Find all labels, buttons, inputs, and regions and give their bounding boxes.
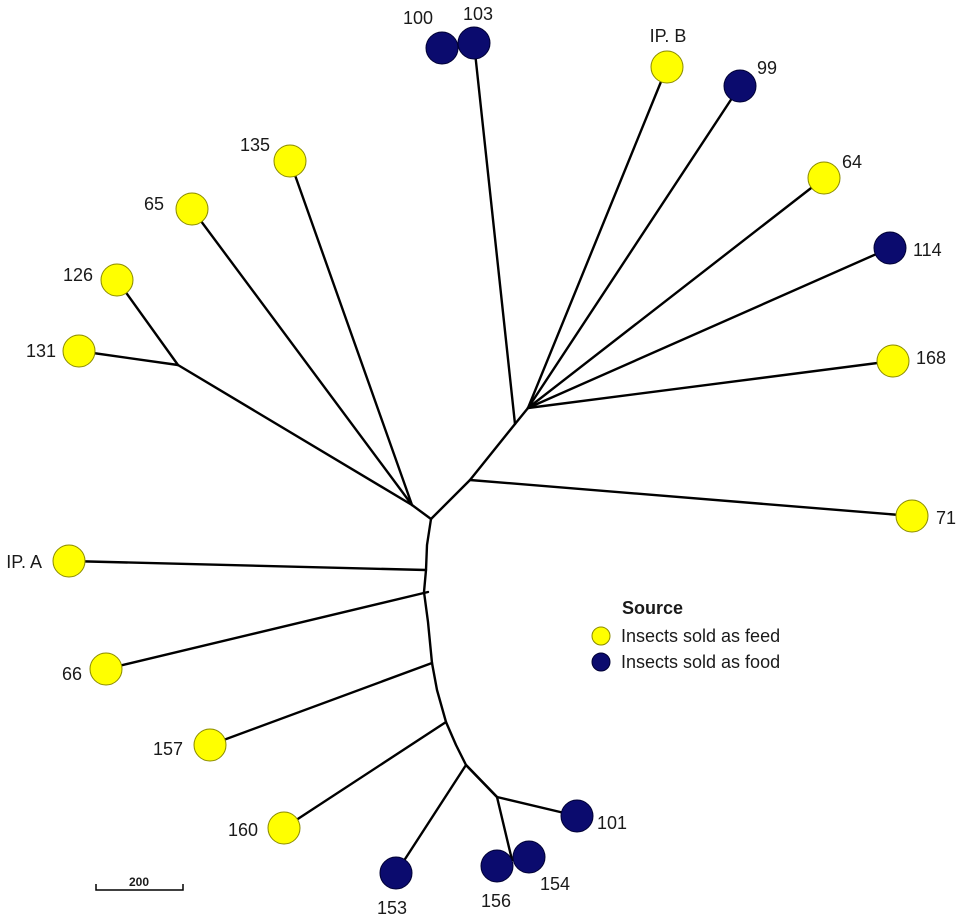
scale-bar-label: 200 xyxy=(129,875,149,889)
tip-branches xyxy=(67,41,914,875)
branch-tip-103 xyxy=(472,41,517,426)
legend-food-label: Insects sold as food xyxy=(621,652,780,672)
tip-label-99: 99 xyxy=(757,58,777,78)
tip-label-135: 135 xyxy=(240,135,270,155)
branch-tip-ipa xyxy=(67,559,428,572)
tip-node-71 xyxy=(895,499,929,533)
branch-tip-160 xyxy=(282,720,448,830)
branch-tip-71 xyxy=(468,478,914,518)
tip-label-160: 160 xyxy=(228,820,258,840)
tip-label-64: 64 xyxy=(842,152,862,172)
branch-tip-126 xyxy=(115,278,180,367)
branch-tip-135 xyxy=(288,159,414,507)
branch-tip-157 xyxy=(208,661,434,747)
tip-node-126 xyxy=(100,263,134,297)
branch-tip-99 xyxy=(526,84,742,410)
tip-node-65 xyxy=(175,192,209,226)
tip-label-71: 71 xyxy=(936,508,956,528)
tip-label-65: 65 xyxy=(144,194,164,214)
tip-label-157: 157 xyxy=(153,739,183,759)
branch-tip-153 xyxy=(394,763,468,875)
tip-node-114 xyxy=(873,231,907,265)
legend-title: Source xyxy=(622,598,683,618)
scale-bar: 200 xyxy=(95,875,184,891)
tip-label-66: 66 xyxy=(62,664,82,684)
branch-tip-131 xyxy=(77,349,180,367)
legend-feed-swatch xyxy=(591,626,611,646)
tip-node-ipb xyxy=(650,50,684,84)
tip-node-156 xyxy=(480,849,514,883)
branch-153-156-node xyxy=(464,763,499,799)
tip-node-157 xyxy=(193,728,227,762)
tip-label-100: 100 xyxy=(403,8,433,28)
tip-label-156: 156 xyxy=(481,891,511,911)
branch-left-to-126-131-node xyxy=(176,363,414,507)
branch-tip-65 xyxy=(190,207,414,507)
tip-label-ipa: IP. A xyxy=(6,552,42,572)
tree-branches xyxy=(176,363,530,862)
branch-tip-64 xyxy=(526,176,826,410)
tip-node-66 xyxy=(89,652,123,686)
branch-cluster-node xyxy=(513,406,530,426)
branch-tip-168 xyxy=(526,359,895,410)
tip-label-168: 168 xyxy=(916,348,946,368)
tip-label-153: 153 xyxy=(377,898,407,918)
tip-node-103 xyxy=(457,26,491,60)
tip-node-131 xyxy=(62,334,96,368)
branch-root-to-left-node xyxy=(410,503,433,521)
legend: Source Insects sold as feed Insects sold… xyxy=(591,598,780,672)
tip-label-154: 154 xyxy=(540,874,570,894)
scale-bar-line xyxy=(95,884,184,891)
tip-node-100 xyxy=(425,31,459,65)
tip-node-154 xyxy=(512,840,546,874)
tip-label-103: 103 xyxy=(463,4,493,24)
legend-food-swatch xyxy=(591,652,611,672)
tip-node-ipa xyxy=(52,544,86,578)
branch-tip-ipb xyxy=(526,65,669,410)
branch-upper-to-cluster xyxy=(468,422,517,482)
tip-node-64 xyxy=(807,161,841,195)
tip-node-160 xyxy=(267,811,301,845)
tip-node-101 xyxy=(560,799,594,833)
tip-label-101: 101 xyxy=(597,813,627,833)
tip-label-114: 114 xyxy=(913,240,942,260)
tip-label-131: 131 xyxy=(26,341,56,361)
tip-node-168 xyxy=(876,344,910,378)
branch-tip-114 xyxy=(526,246,892,410)
legend-feed-label: Insects sold as feed xyxy=(621,626,780,646)
branch-tip-66 xyxy=(104,590,430,671)
tip-label-126: 126 xyxy=(63,265,93,285)
tip-node-153 xyxy=(379,856,413,890)
tip-node-99 xyxy=(723,69,757,103)
tip-label-ipb: IP. B xyxy=(650,26,687,46)
branch-root-to-upper xyxy=(429,478,472,521)
tip-node-135 xyxy=(273,144,307,178)
